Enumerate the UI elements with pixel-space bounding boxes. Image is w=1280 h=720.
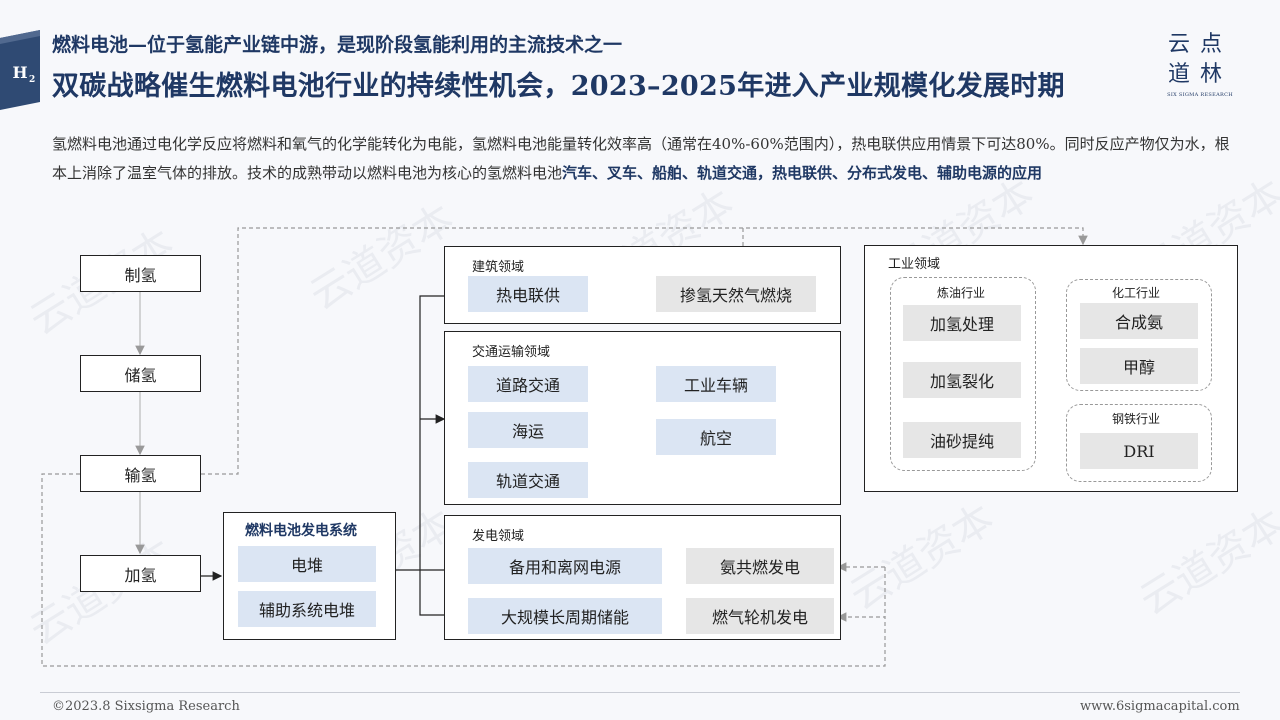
industry-domain-title: 工业领域 — [888, 257, 941, 272]
refining-item-hydrotreating: 加氢处理 — [903, 305, 1021, 341]
steel-item-dri: DRI — [1080, 433, 1198, 469]
steel-group — [1066, 404, 1212, 482]
chemical-group — [1066, 279, 1212, 391]
chain-label: 输氢 — [124, 465, 157, 485]
chemical-item-ammonia: 合成氨 — [1080, 303, 1198, 339]
transport-domain-title: 交通运输领域 — [472, 345, 551, 360]
refining-item-hydrocracking: 加氢裂化 — [903, 362, 1021, 398]
refining-title: 炼油行业 — [937, 286, 986, 300]
power-item-gas-turbine: 燃气轮机发电 — [686, 598, 834, 634]
intro-paragraph: 氢燃料电池通过电化学反应将燃料和氧气的化学能转化为电能，氢燃料电池能量转化效率高… — [52, 130, 1232, 188]
chain-node-refuel: 加氢 — [80, 555, 201, 592]
chemical-item-methanol: 甲醇 — [1080, 348, 1198, 384]
chain-node-production: 制氢 — [80, 255, 201, 292]
steel-title: 钢铁行业 — [1112, 412, 1161, 426]
fuel-cell-item-stack: 电堆 — [238, 546, 376, 582]
h2-badge-icon: H 2 — [0, 30, 40, 110]
building-item-blended-gas: 掺氢天然气燃烧 — [656, 276, 816, 312]
intro-text: 氢燃料电池通过电化学反应将燃料和氧气的化学能转化为电能，氢燃料电池能量转化效率高… — [52, 135, 1230, 182]
power-item-backup: 备用和离网电源 — [468, 548, 662, 584]
chain-label: 储氢 — [124, 365, 157, 385]
svg-text:H: H — [12, 63, 27, 82]
footer-copyright: ©2023.8 Sixsigma Research — [52, 699, 240, 714]
page-subtitle: 燃料电池—位于氢能产业链中游，是现阶段氢能利用的主流技术之一 — [52, 34, 623, 56]
brand-line-2: 道林 — [1167, 62, 1232, 87]
brand-subtitle: SIX SIGMA RESEARCH — [1167, 92, 1233, 98]
fuel-cell-item-auxiliary: 辅助系统电堆 — [238, 591, 376, 627]
power-item-storage: 大规模长周期储能 — [468, 598, 662, 634]
chemical-title: 化工行业 — [1112, 286, 1161, 300]
footer-website: www.6sigmacapital.com — [1080, 699, 1240, 714]
transport-item-road: 道路交通 — [468, 366, 588, 402]
transport-item-industrial-vehicle: 工业车辆 — [656, 366, 776, 402]
brand-line-1: 云点 — [1167, 32, 1232, 57]
brand-logo: 云点 道林 SIX SIGMA RESEARCH — [1160, 30, 1240, 98]
refining-group — [890, 277, 1036, 471]
transport-item-rail: 轨道交通 — [468, 462, 588, 498]
chain-label: 制氢 — [124, 265, 157, 285]
svg-text:2: 2 — [29, 75, 35, 85]
transport-item-shipping: 海运 — [468, 412, 588, 448]
building-item-chp: 热电联供 — [468, 276, 588, 312]
transport-item-aviation: 航空 — [656, 419, 776, 455]
chain-label: 加氢 — [124, 565, 157, 585]
footer-divider — [40, 692, 1240, 693]
fuel-cell-system-title: 燃料电池发电系统 — [245, 523, 357, 539]
power-domain-title: 发电领域 — [472, 529, 525, 544]
power-item-ammonia: 氨共燃发电 — [686, 548, 834, 584]
chain-node-transport: 输氢 — [80, 455, 201, 492]
chain-node-storage: 储氢 — [80, 355, 201, 392]
page-title: 双碳战略催生燃料电池行业的持续性机会，2023–2025年进入产业规模化发展时期 — [52, 71, 1065, 102]
intro-highlight: 汽车、叉车、船舶、轨道交通，热电联供、分布式发电、辅助电源的应用 — [562, 164, 1043, 182]
refining-item-oil-sands: 油砂提纯 — [903, 422, 1021, 458]
building-domain-title: 建筑领域 — [472, 260, 525, 275]
